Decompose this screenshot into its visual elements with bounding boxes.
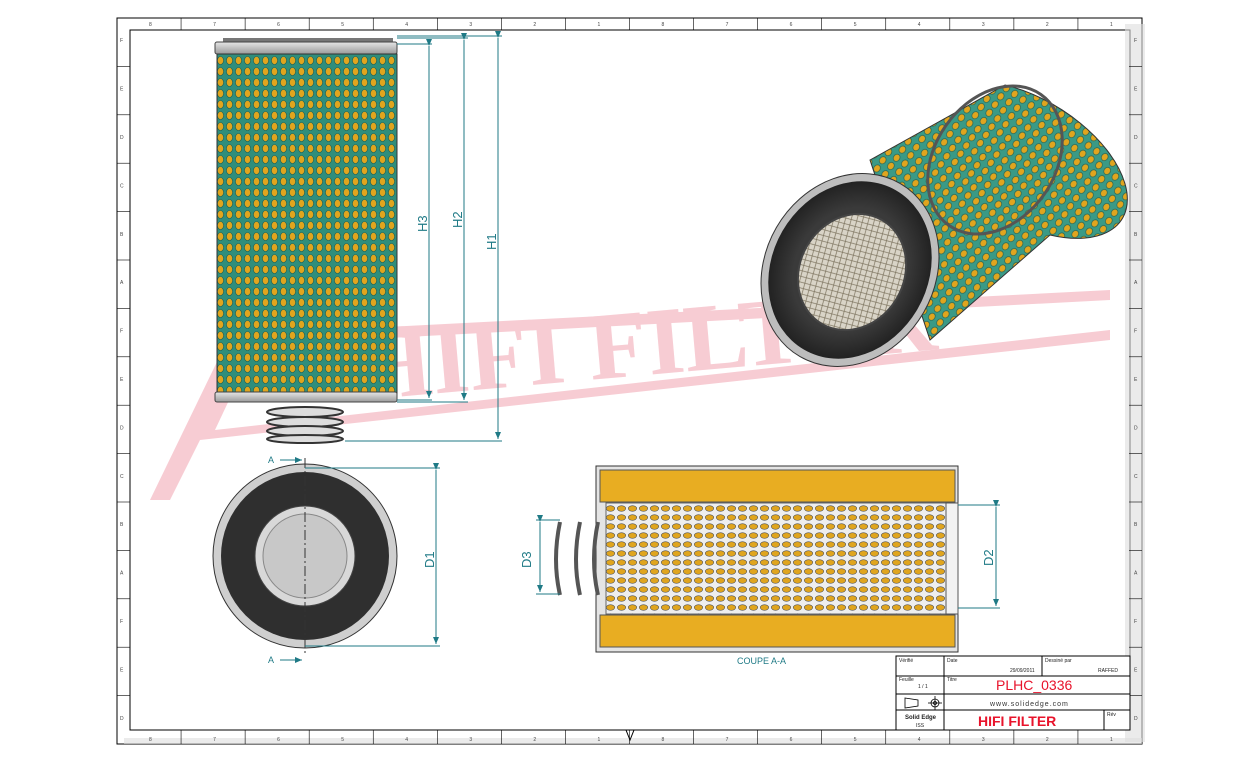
border-tick-label: 8: [662, 737, 665, 743]
tb-date-label: Date: [947, 658, 958, 664]
border-tick-label: 4: [918, 22, 921, 28]
tb-software-sub: ISS: [916, 723, 925, 729]
border-tick-label: F: [120, 38, 123, 44]
border-tick-label: B: [120, 232, 124, 238]
tb-designer-label: Dessiné par: [1045, 658, 1072, 664]
border-tick-label: 1: [1110, 22, 1113, 28]
border-tick-label: F: [120, 619, 123, 625]
border-tick-label: B: [1134, 522, 1138, 528]
border-tick-label: F: [1134, 38, 1137, 44]
border-tick-label: 5: [854, 737, 857, 743]
border-tick-label: 3: [469, 737, 472, 743]
tb-sheet-value: 1 / 1: [918, 684, 928, 690]
border-tick-label: D: [1134, 135, 1138, 141]
section-view: [554, 465, 959, 653]
section-dimensions: [536, 500, 1000, 609]
border-tick-label: 5: [854, 22, 857, 28]
border-tick-label: 2: [533, 22, 536, 28]
border-tick-label: D: [1134, 425, 1138, 431]
border-tick-label: 8: [149, 737, 152, 743]
border-tick-label: 6: [277, 737, 280, 743]
border-tick-label: D: [1134, 716, 1138, 722]
tb-designer-value: RAFFED: [1098, 668, 1118, 674]
border-tick-label: F: [1134, 329, 1137, 335]
isometric-view: [760, 84, 1128, 367]
border-tick-label: F: [1134, 619, 1137, 625]
border-tick-label: D: [120, 135, 124, 141]
border-tick-label: 2: [1046, 737, 1049, 743]
section-cut-markers: [280, 457, 440, 663]
border-tick-label: 6: [790, 22, 793, 28]
tb-software: Solid Edge: [905, 715, 937, 721]
dim-d1-label: D1: [422, 551, 437, 568]
border-tick-label: E: [120, 667, 124, 673]
dim-d2-label: D2: [981, 549, 996, 566]
border-tick-label: E: [120, 377, 124, 383]
border-tick-label: 4: [405, 737, 408, 743]
border-tick-label: 5: [341, 22, 344, 28]
border-tick-label: 3: [982, 22, 985, 28]
dim-d3-label: D3: [519, 551, 534, 568]
border-tick-label: 6: [277, 22, 280, 28]
border-tick-label: E: [1134, 87, 1138, 93]
section-marker-bottom: A: [268, 655, 274, 665]
tb-title-label: Titre: [947, 677, 957, 683]
bottom-view: [212, 458, 398, 655]
border-tick-label: C: [120, 183, 124, 189]
border-tick-label: E: [120, 87, 124, 93]
border-tick-label: F: [120, 329, 123, 335]
section-caption: COUPE A-A: [737, 656, 786, 666]
border-tick-label: A: [1134, 571, 1138, 577]
spring-icon: [266, 406, 344, 444]
border-tick-label: 4: [405, 22, 408, 28]
border-tick-label: 1: [1110, 737, 1113, 743]
border-tick-label: 5: [341, 737, 344, 743]
border-tick-label: 7: [213, 737, 216, 743]
tb-created-label: Vérifié: [899, 658, 913, 664]
border-tick-label: 8: [149, 22, 152, 28]
border-tick-label: D: [120, 716, 124, 722]
border-tick-label: 3: [469, 22, 472, 28]
border-tick-label: B: [120, 522, 124, 528]
projection-symbol-icon: [904, 696, 942, 710]
border-tick-label: 3: [982, 737, 985, 743]
border-tick-label: 1: [597, 737, 600, 743]
border-tick-label: A: [120, 571, 124, 577]
border-tick-label: C: [1134, 474, 1138, 480]
tb-website: www.solidedge.com: [989, 701, 1069, 708]
section-marker-top: A: [268, 455, 274, 465]
border-tick-label: 7: [726, 22, 729, 28]
border-tick-label: E: [1134, 667, 1138, 673]
border-tick-label: C: [120, 474, 124, 480]
tb-date-value: 29/09/2011: [1010, 668, 1035, 674]
border-tick-label: B: [1134, 232, 1138, 238]
border-tick-label: C: [1134, 183, 1138, 189]
border-tick-label: 1: [597, 22, 600, 28]
border-tick-label: D: [120, 425, 124, 431]
border-tick-label: 6: [790, 737, 793, 743]
border-tick-label: E: [1134, 377, 1138, 383]
tb-drawing-title: PLHC_0336: [996, 677, 1072, 693]
border-tick-label: 8: [662, 22, 665, 28]
tb-rev-label: Rév: [1107, 712, 1116, 718]
center-mark-icon: [625, 729, 635, 742]
tb-sheet-label: Feuille: [899, 677, 914, 683]
border-tick-label: 4: [918, 737, 921, 743]
border-tick-label: 2: [1046, 22, 1049, 28]
border-tick-label: 7: [726, 737, 729, 743]
border-tick-label: A: [120, 280, 124, 286]
border-tick-label: 7: [213, 22, 216, 28]
dim-h2-label: H2: [450, 211, 465, 228]
dim-h1-label: H1: [484, 233, 499, 250]
front-view: [214, 38, 398, 444]
title-block: Vérifié Date 29/09/2011 Dessiné par RAFF…: [895, 655, 1131, 731]
height-dimensions: [345, 31, 502, 442]
dim-h3-label: H3: [415, 215, 430, 232]
border-tick-label: 2: [533, 737, 536, 743]
border-tick-label: A: [1134, 280, 1138, 286]
tb-brand: HIFI FILTER: [978, 713, 1056, 729]
